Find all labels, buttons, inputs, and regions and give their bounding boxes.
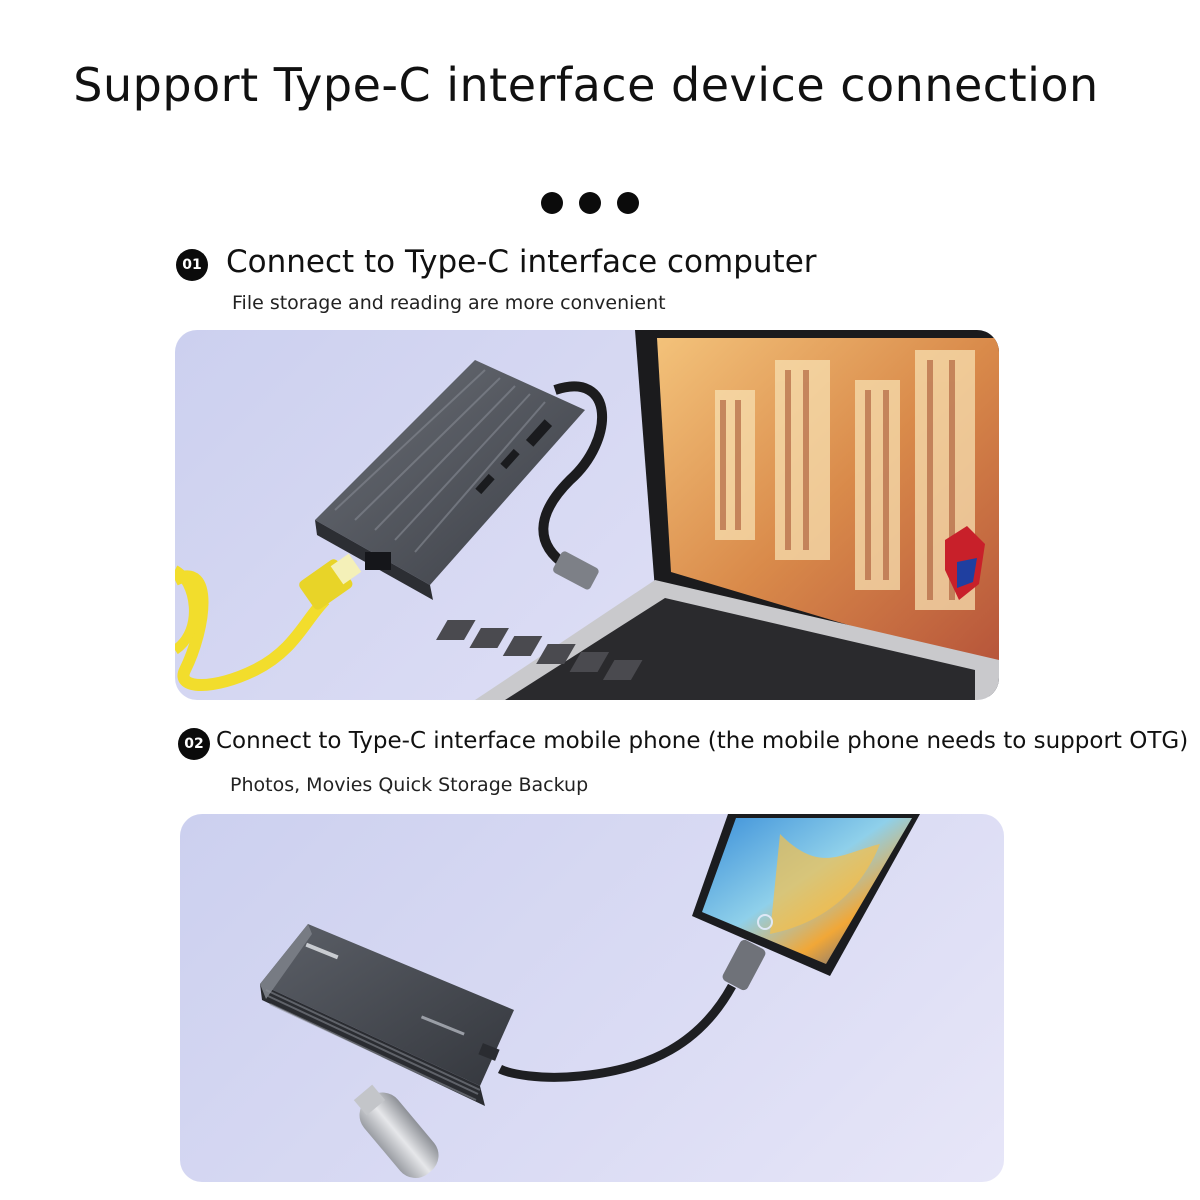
page-title: Support Type-C interface device connecti… <box>73 58 1099 112</box>
step-2-image <box>180 814 1004 1182</box>
step-1-badge: 01 <box>176 249 208 281</box>
phone-hub-usb-drive-illustration <box>260 814 920 1179</box>
step-1-subtitle: File storage and reading are more conven… <box>232 292 666 314</box>
step-1-heading: Connect to Type-C interface computer <box>226 244 817 280</box>
step-1-image <box>175 330 999 700</box>
step-2-badge: 02 <box>178 728 210 760</box>
laptop-hub-ethernet-illustration <box>175 330 999 700</box>
dot-1 <box>541 192 563 214</box>
dot-2 <box>579 192 601 214</box>
dot-3 <box>617 192 639 214</box>
step-2-subtitle: Photos, Movies Quick Storage Backup <box>230 774 589 796</box>
pagination-dots <box>541 192 639 214</box>
step-2-heading: Connect to Type-C interface mobile phone… <box>216 728 1189 754</box>
